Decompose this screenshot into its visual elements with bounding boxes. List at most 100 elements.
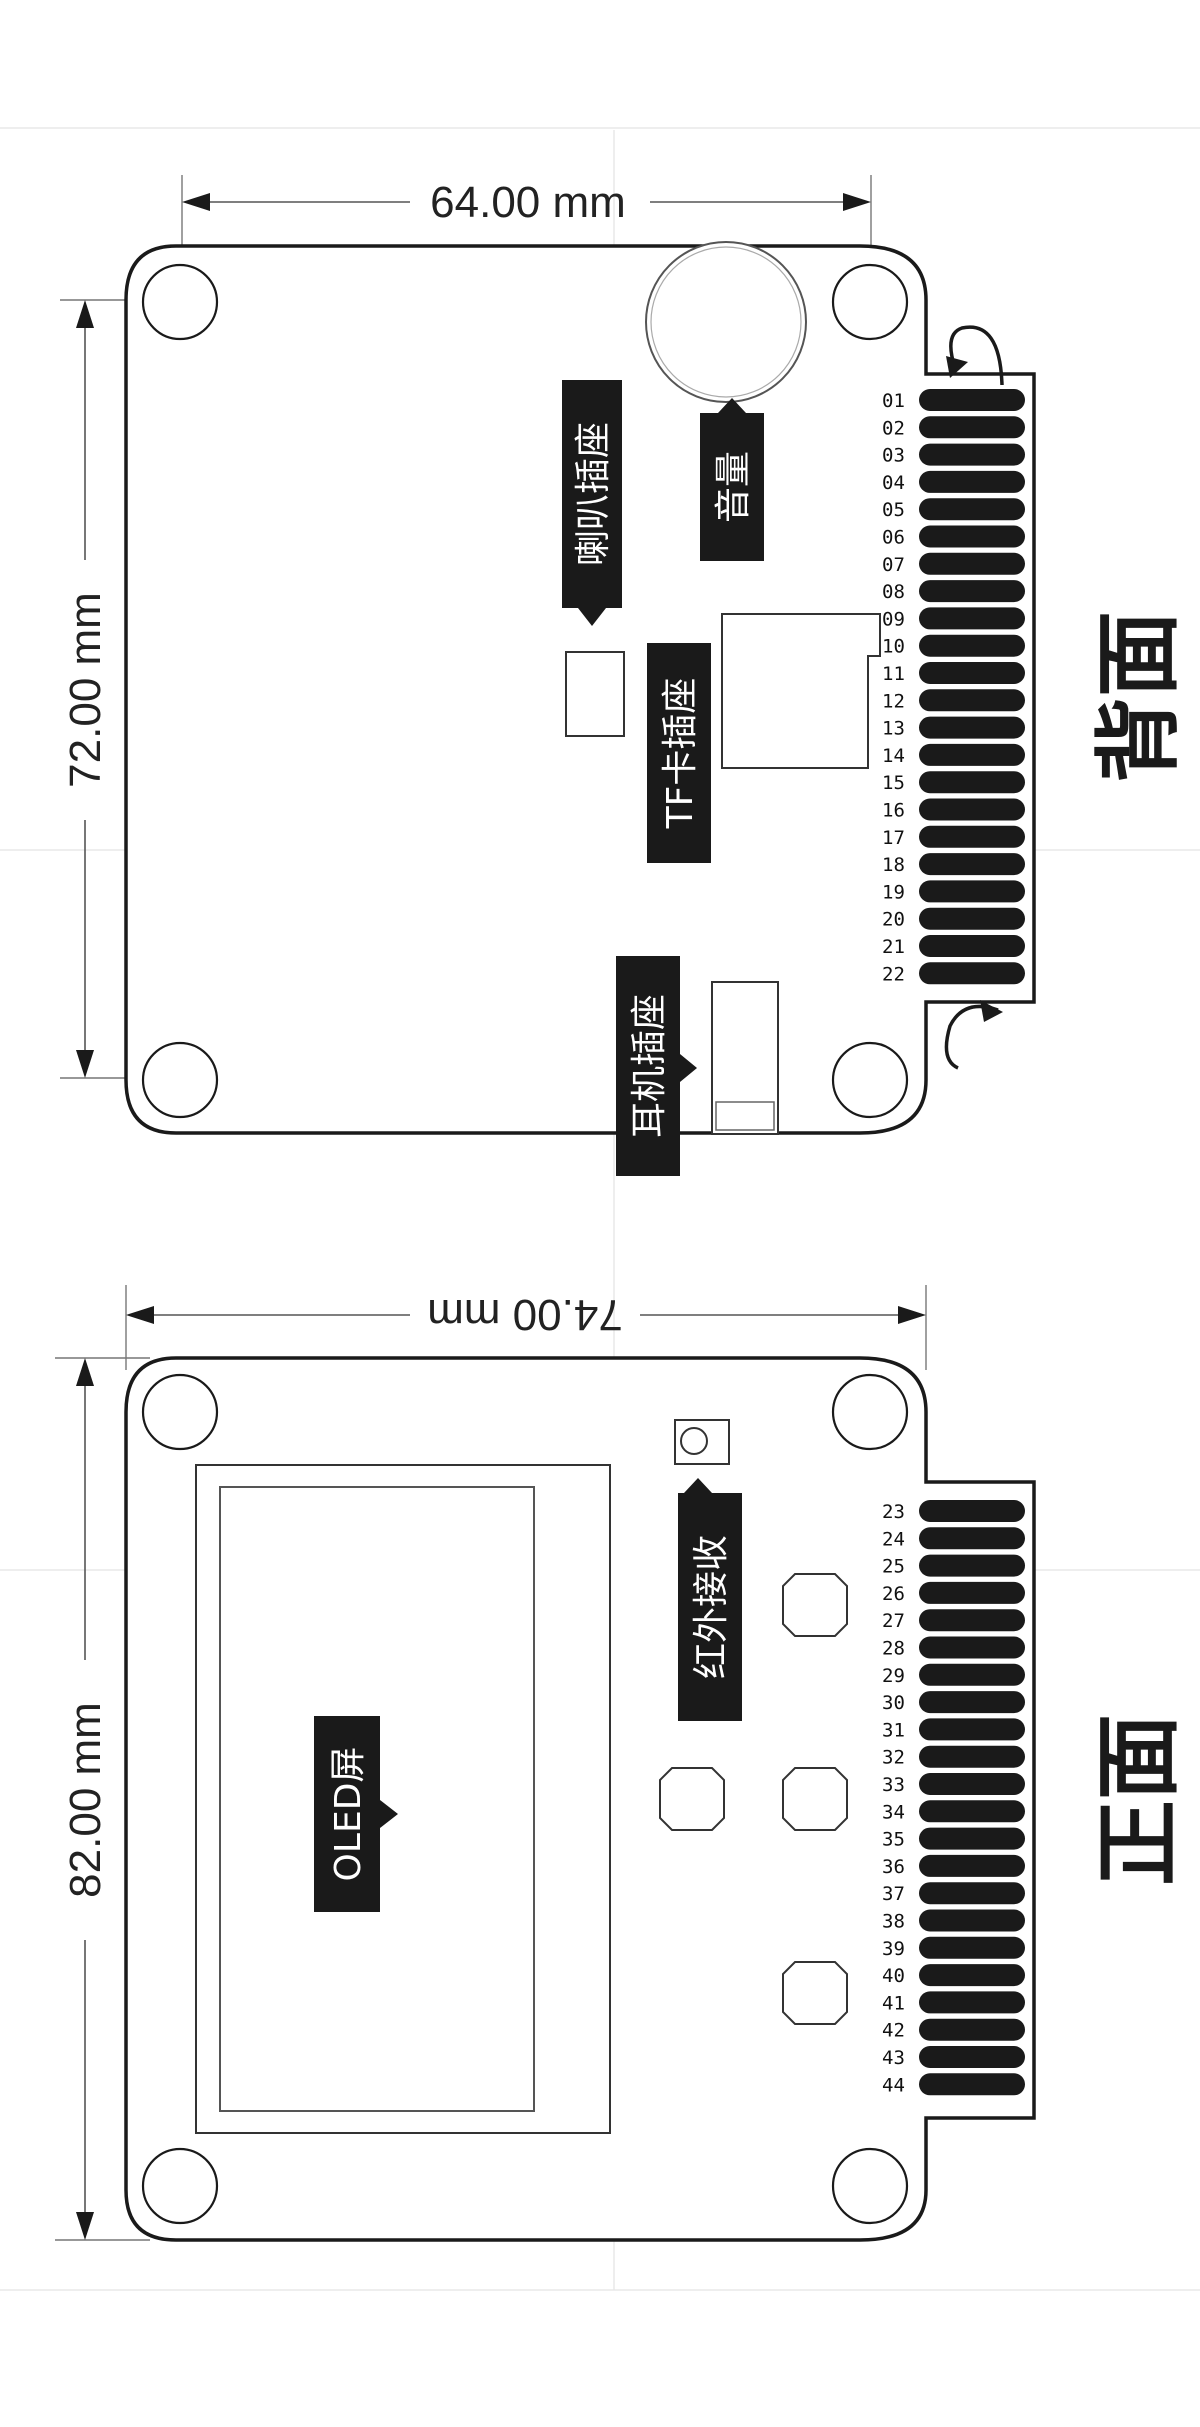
nav-buttons bbox=[659, 1573, 848, 2025]
connector-pin bbox=[919, 662, 1025, 684]
pin-number-label: 40 bbox=[882, 1965, 905, 1987]
connector-pin bbox=[919, 607, 1025, 630]
back-width-dimension: 64.00 mm bbox=[181, 175, 872, 265]
pin-number-label: 33 bbox=[882, 1774, 905, 1796]
front-mount-hole-br bbox=[831, 2147, 909, 2225]
pin-number-label: 11 bbox=[882, 663, 905, 685]
pin-number-label: 08 bbox=[882, 581, 905, 603]
connector-pin bbox=[919, 1609, 1025, 1632]
front-mount-hole-tr bbox=[831, 1373, 909, 1451]
pin-number-label: 26 bbox=[882, 1583, 905, 1605]
connector-pin bbox=[919, 1800, 1025, 1823]
back-mount-hole-bl bbox=[141, 1041, 219, 1119]
earphone-tag-label: 耳机插座 bbox=[629, 994, 670, 1138]
connector-pin bbox=[919, 2073, 1025, 2096]
pin-number-label: 21 bbox=[882, 936, 905, 958]
pin-number-label: 37 bbox=[882, 1883, 905, 1905]
back-height-label: 72.00 mm bbox=[61, 592, 110, 788]
volume-tag: 音量 bbox=[700, 398, 764, 561]
earphone-tag: 耳机插座 bbox=[616, 956, 697, 1176]
tf-card-socket bbox=[721, 613, 881, 769]
connector-pin bbox=[919, 962, 1025, 985]
connector-pin bbox=[919, 2046, 1025, 2068]
pin-number-label: 23 bbox=[882, 1501, 905, 1523]
connector-pin bbox=[919, 416, 1025, 439]
pin-number-label: 18 bbox=[882, 854, 905, 876]
pin-number-label: 39 bbox=[882, 1938, 905, 1960]
pin-number-label: 35 bbox=[882, 1829, 905, 1851]
connector-pin bbox=[919, 1882, 1025, 1905]
pin-number-label: 34 bbox=[882, 1801, 905, 1823]
connector-pin bbox=[919, 1718, 1025, 1741]
connector-pin bbox=[919, 907, 1025, 930]
back-height-dimension: 72.00 mm bbox=[60, 299, 160, 1079]
connector-pin bbox=[919, 1745, 1025, 1768]
front-view: 74.00 mm 82.00 mm bbox=[55, 1285, 1189, 2242]
front-height-dimension: 82.00 mm bbox=[55, 1357, 150, 2241]
pin-number-label: 32 bbox=[882, 1747, 905, 1769]
back-notch-arrow-top bbox=[946, 325, 1004, 386]
ir-receiver bbox=[674, 1419, 730, 1465]
pin-number-label: 29 bbox=[882, 1665, 905, 1687]
front-mount-hole-bl bbox=[141, 2147, 219, 2225]
speaker-tag: 喇叭插座 bbox=[562, 380, 622, 626]
pin-number-label: 17 bbox=[882, 827, 905, 849]
oled-tag: OLED屏 bbox=[314, 1716, 398, 1912]
connector-pin bbox=[919, 825, 1025, 848]
pin-number-label: 42 bbox=[882, 2020, 905, 2042]
pin-number-label: 31 bbox=[882, 1719, 905, 1741]
pin-number-label: 13 bbox=[882, 718, 905, 740]
pin-number-label: 01 bbox=[882, 390, 905, 412]
pin-number-label: 20 bbox=[882, 909, 905, 931]
connector-pin bbox=[919, 1663, 1025, 1686]
connector-pin bbox=[919, 689, 1025, 712]
front-mount-hole-tl bbox=[141, 1373, 219, 1451]
pin-number-label: 22 bbox=[882, 963, 905, 985]
connector-pin bbox=[919, 498, 1025, 521]
back-view-title: 背面 bbox=[1089, 611, 1189, 783]
back-width-label: 64.00 mm bbox=[430, 178, 626, 227]
front-height-label: 82.00 mm bbox=[61, 1702, 110, 1898]
back-pin-strip: 0102030405060708091011121314151617181920… bbox=[882, 389, 1025, 985]
back-view: 64.00 mm 72.00 mm bbox=[60, 175, 1189, 1176]
pin-number-label: 12 bbox=[882, 690, 905, 712]
pin-number-label: 07 bbox=[882, 554, 905, 576]
front-view-title: 正面 bbox=[1089, 1714, 1189, 1886]
connector-pin bbox=[919, 1554, 1025, 1577]
connector-pin bbox=[919, 1636, 1025, 1659]
pin-number-label: 43 bbox=[882, 2047, 905, 2069]
pin-number-label: 24 bbox=[882, 1528, 905, 1550]
oled-screen bbox=[195, 1464, 611, 2134]
connector-pin bbox=[919, 525, 1025, 548]
button-up[interactable] bbox=[782, 1573, 848, 1637]
ir-tag: 红外接收 bbox=[678, 1478, 742, 1721]
volume-tag-label: 音量 bbox=[713, 451, 754, 523]
front-width-dimension: 74.00 mm bbox=[125, 1285, 927, 1370]
button-down[interactable] bbox=[782, 1961, 848, 2025]
button-center[interactable] bbox=[782, 1767, 848, 1831]
speaker-tag-label: 喇叭插座 bbox=[573, 422, 614, 566]
oled-tag-label: OLED屏 bbox=[328, 1747, 369, 1882]
connector-pin bbox=[919, 634, 1025, 657]
connector-pin bbox=[919, 1909, 1025, 1932]
pin-number-label: 38 bbox=[882, 1911, 905, 1933]
connector-pin bbox=[919, 1854, 1025, 1877]
connector-pin bbox=[919, 1500, 1025, 1522]
connector-pin bbox=[919, 935, 1025, 957]
connector-pin bbox=[919, 1827, 1025, 1850]
pin-number-label: 15 bbox=[882, 772, 905, 794]
pin-number-label: 28 bbox=[882, 1638, 905, 1660]
back-notch-arrow-bottom bbox=[944, 1000, 1003, 1070]
pin-number-label: 03 bbox=[882, 445, 905, 467]
connector-pin bbox=[919, 389, 1025, 411]
connector-pin bbox=[919, 552, 1025, 575]
pin-number-label: 30 bbox=[882, 1692, 905, 1714]
connector-pin bbox=[919, 771, 1025, 794]
tf-card-tag-label: TF卡插座 bbox=[660, 678, 701, 830]
speaker-socket bbox=[565, 651, 625, 737]
earphone-socket bbox=[711, 981, 779, 1135]
button-left[interactable] bbox=[659, 1767, 725, 1831]
front-width-label: 74.00 mm bbox=[427, 1290, 623, 1339]
connector-pin bbox=[919, 880, 1025, 903]
